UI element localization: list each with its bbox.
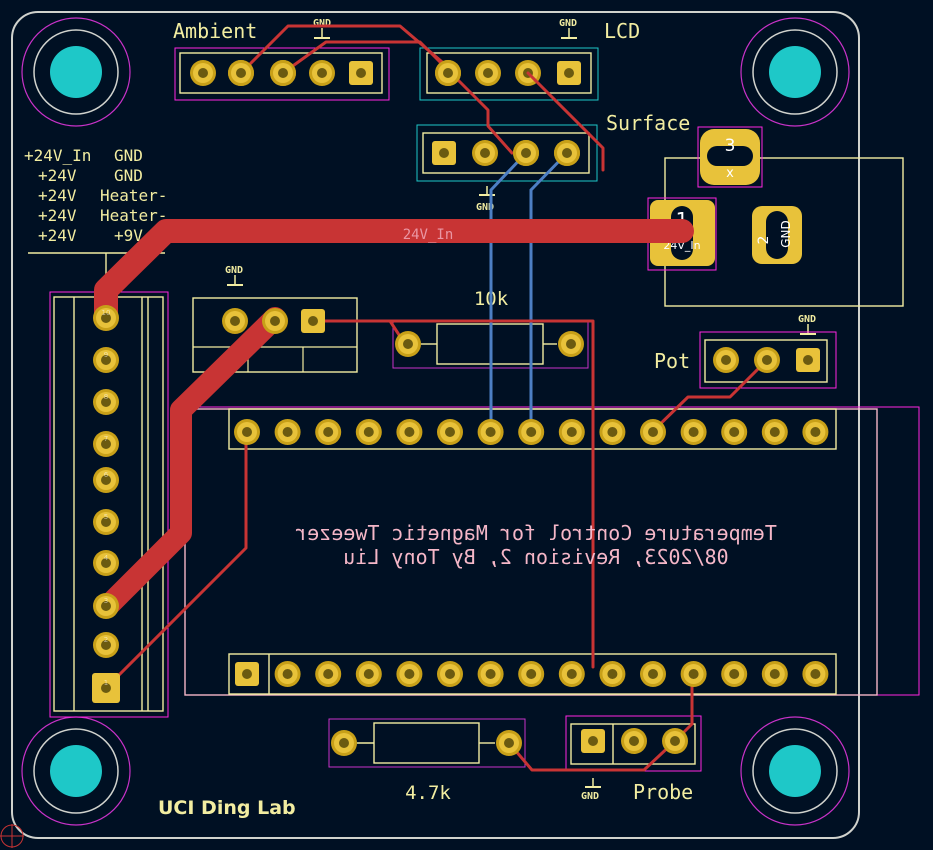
svg-text:6: 6	[104, 471, 109, 479]
barrel-jack-pad-2-net: GND	[779, 220, 793, 248]
svg-text:8: 8	[104, 393, 108, 401]
front-copper-traces	[94, 24, 769, 772]
board-title-line-1: Temperature Control for Magnetic Tweezer	[295, 521, 777, 545]
barrel-jack-pad-3-number: 3	[725, 136, 736, 156]
svg-text:GND: GND	[476, 202, 494, 213]
svg-text:GND: GND	[559, 18, 577, 29]
board-outline	[11, 11, 860, 839]
back-copper-traces	[489, 151, 569, 432]
svg-text:5: 5	[104, 513, 108, 521]
pads	[92, 60, 820, 756]
ambient-header	[174, 47, 390, 101]
lcd-header	[419, 47, 599, 101]
svg-text:GND: GND	[313, 18, 331, 29]
board-title-line-2: 08/2023, Revision 2, By Tony Liu	[343, 545, 728, 569]
svg-text:Heater-: Heater-	[100, 186, 167, 205]
svg-text:GND: GND	[581, 791, 599, 802]
mounting-hole-bottom-left	[21, 716, 131, 826]
lcd-label: LCD	[604, 19, 640, 43]
gnd-symbol-mosfet: GND	[225, 265, 243, 286]
probe-label: Probe	[633, 780, 693, 804]
ambient-label: Ambient	[173, 19, 257, 43]
svg-text:2: 2	[104, 636, 108, 644]
svg-text:+24V: +24V	[38, 206, 77, 225]
svg-text:+24V: +24V	[38, 166, 77, 185]
mounting-hole-bottom-right	[740, 716, 850, 826]
barrel-jack-pad-2-number: 2	[756, 236, 772, 245]
pot-header	[699, 331, 837, 389]
resistor-4k7-label: 4.7k	[405, 782, 451, 804]
svg-text:GND: GND	[798, 314, 816, 325]
terminal-pad-numbers: 10 9 8 7 6 5 4 3 2 1	[102, 309, 111, 687]
svg-text:Heater-: Heater-	[100, 206, 167, 225]
origin-marker	[0, 824, 24, 848]
surface-label: Surface	[606, 111, 690, 135]
svg-text:+24V: +24V	[38, 226, 77, 245]
svg-text:GND: GND	[225, 265, 243, 276]
svg-text:GND: GND	[114, 166, 143, 185]
svg-text:3: 3	[104, 597, 108, 605]
net-label-24v-in: 24V_In	[403, 227, 454, 243]
microcontroller-pins	[234, 419, 829, 687]
gnd-symbol-probe: GND	[581, 778, 601, 802]
lab-label: UCI Ding Lab	[158, 797, 296, 819]
svg-text:10: 10	[102, 309, 111, 317]
mounting-hole-top-left	[21, 17, 131, 127]
gnd-symbol-ambient: GND	[313, 18, 331, 39]
svg-text:GND: GND	[114, 146, 143, 165]
terminal-legend: +24V_In GND +24V GND +24V Heater- +24V H…	[24, 146, 167, 290]
svg-text:4: 4	[104, 554, 109, 562]
svg-text:+9V: +9V	[114, 226, 143, 245]
barrel-jack-pad-3-net: x	[726, 166, 734, 181]
svg-text:7: 7	[104, 435, 108, 443]
svg-text:9: 9	[104, 351, 108, 359]
svg-text:1: 1	[104, 679, 108, 687]
svg-text:+24V_In: +24V_In	[24, 146, 91, 165]
svg-text:+24V: +24V	[38, 186, 77, 205]
gnd-symbol-lcd: GND	[559, 18, 577, 39]
pot-label: Pot	[654, 349, 690, 373]
gnd-symbol-pot: GND	[798, 314, 816, 335]
mounting-hole-top-right	[740, 17, 850, 127]
resistor-4k7	[328, 718, 526, 768]
